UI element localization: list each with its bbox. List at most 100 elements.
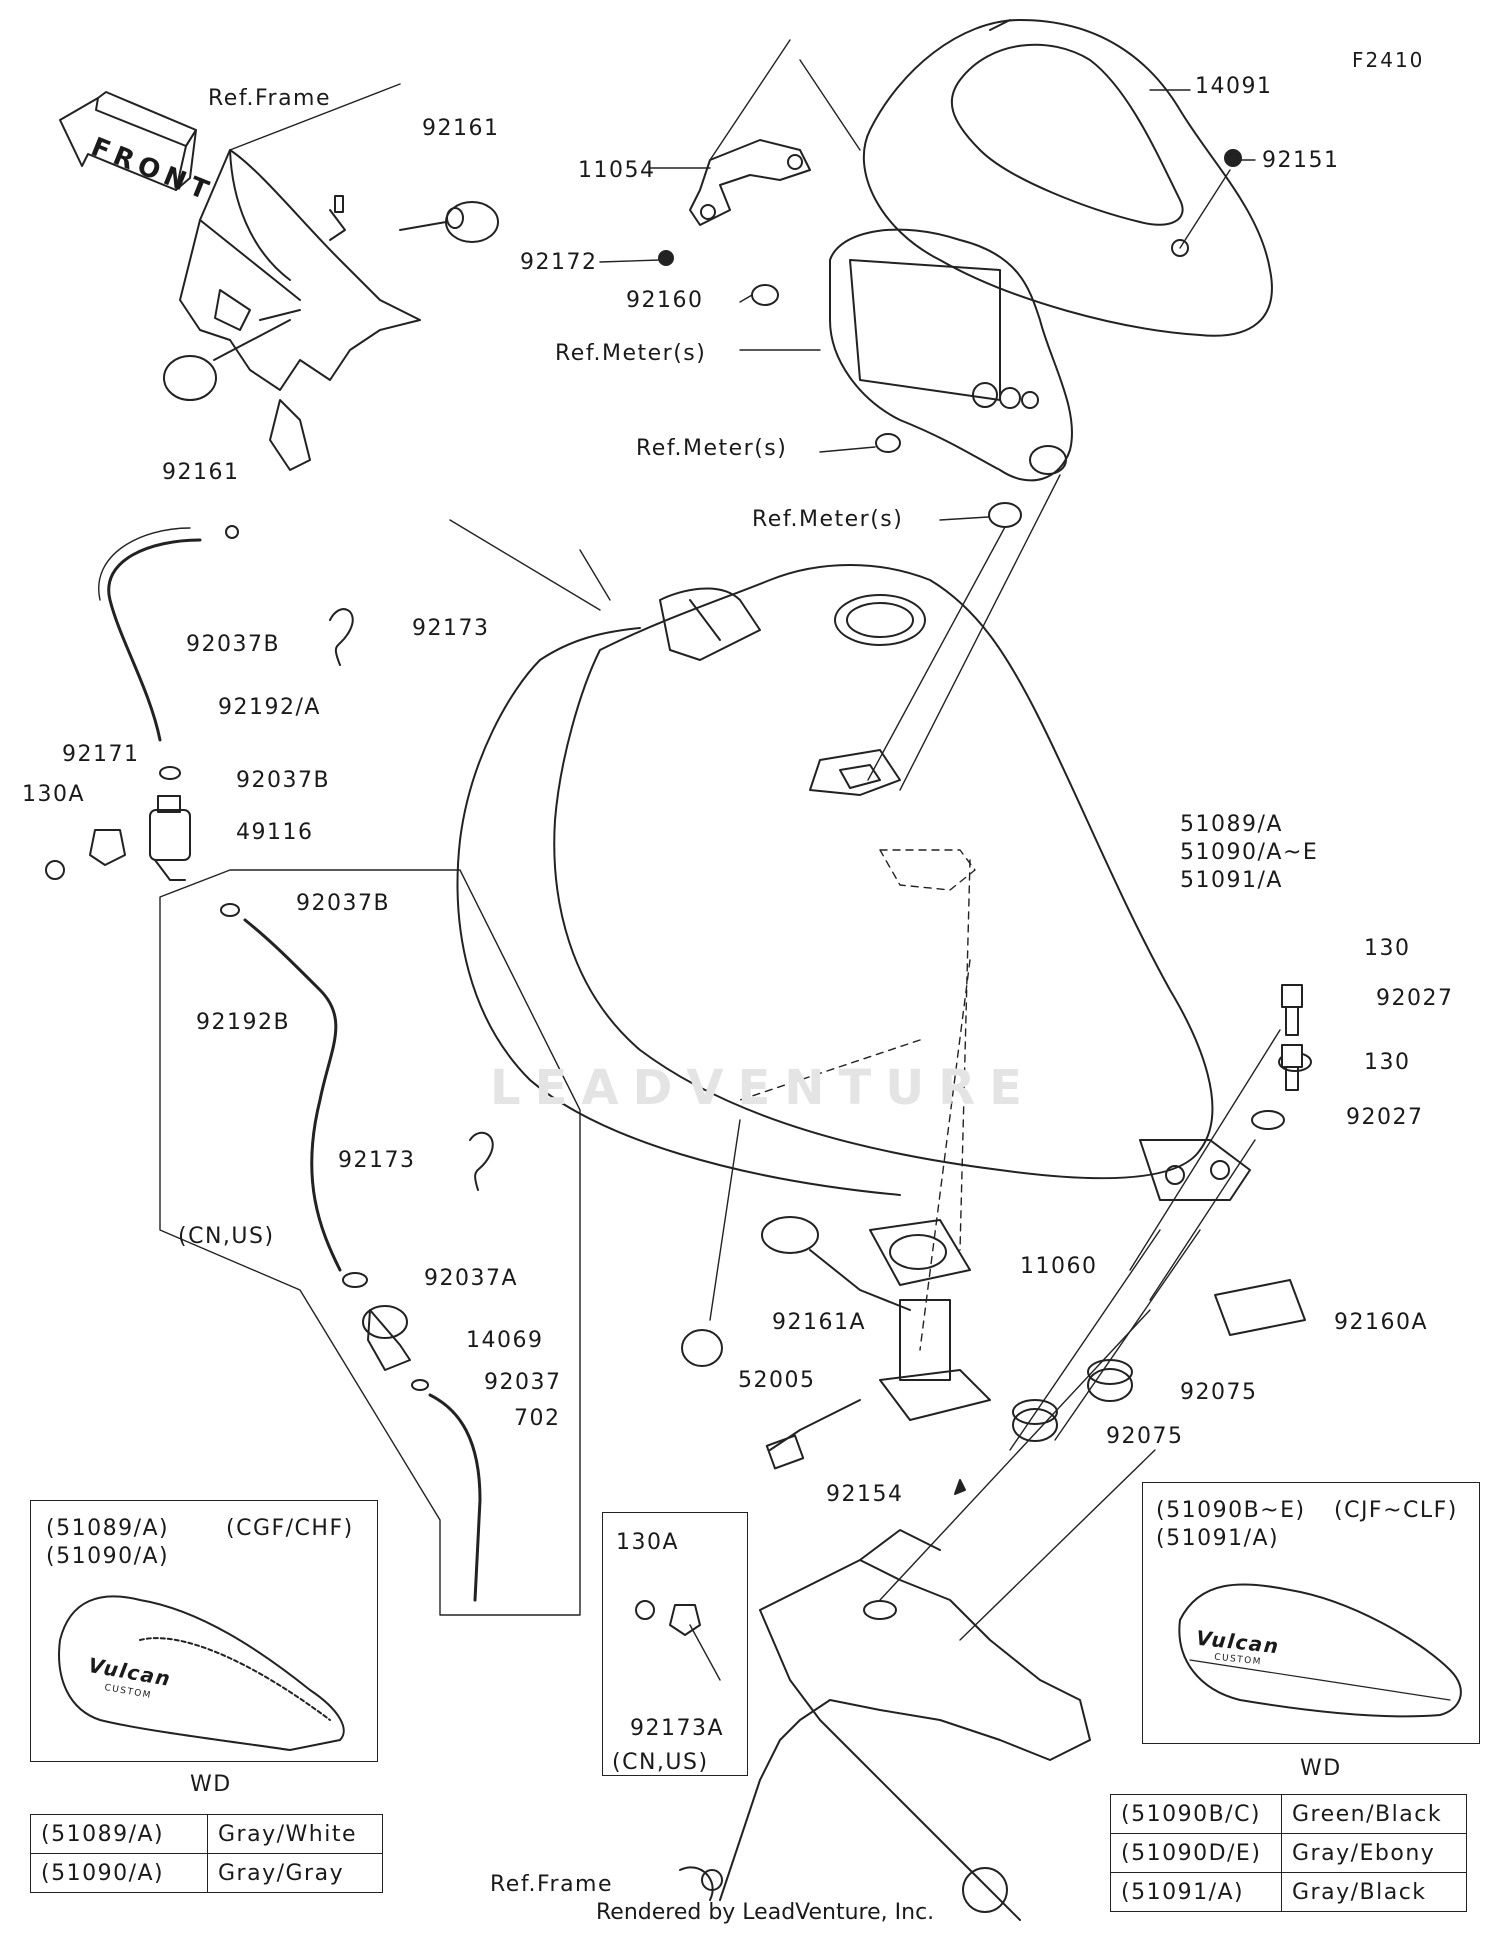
clamp-92037b-2	[159, 766, 181, 780]
inset-right-tank	[1178, 1583, 1462, 1718]
hose-92192b	[243, 918, 342, 1272]
label-92173a: 92173A	[630, 1716, 725, 1741]
model-cell: (51090B/C)	[1110, 1794, 1282, 1834]
bolt-130-1	[1281, 984, 1303, 1036]
filter-14069	[362, 1305, 411, 1371]
inset-left-box	[30, 1500, 378, 1762]
label-cn-us-2: (CN,US)	[612, 1750, 709, 1775]
gasket-11060	[869, 1219, 971, 1286]
clip-92173-2	[469, 1131, 494, 1191]
pad-92160a	[1214, 1279, 1306, 1336]
meter-cover-14091	[862, 19, 1273, 337]
label-tank-51091: 51091/A	[1180, 868, 1283, 893]
label-tank-51089: 51089/A	[1180, 812, 1283, 837]
label-92173-1: 92173	[412, 616, 490, 641]
front-arrow-icon	[59, 91, 197, 191]
frame-lower	[679, 1529, 1091, 1921]
label-92192a: 92192/A	[218, 695, 321, 720]
color-cell: Green/Black	[1281, 1794, 1467, 1834]
grommet-92160	[751, 284, 779, 306]
grommet-meter-3	[988, 502, 1022, 528]
inset-left-tank	[58, 1595, 345, 1751]
inset-right-box	[1142, 1482, 1480, 1744]
inset-right-caption: WD	[1300, 1756, 1342, 1781]
label-ref-meter-1: Ref.Meter(s)	[555, 341, 707, 366]
color-cell: Gray/Black	[1281, 1872, 1467, 1912]
label-92160: 92160	[626, 288, 704, 313]
label-130a-left: 130A	[22, 782, 86, 807]
color-cell: Gray/White	[207, 1814, 383, 1854]
clamp-92037	[411, 1379, 429, 1391]
label-92151: 92151	[1262, 148, 1340, 173]
label-92075-2: 92075	[1106, 1424, 1184, 1449]
inset-left-model-1: (51089/A)	[46, 1516, 170, 1541]
color-table-right: (51090B/C) Green/Black (51090D/E) Gray/E…	[1110, 1794, 1467, 1912]
valve-49116	[149, 795, 191, 881]
label-ref-frame-bottom: Ref.Frame	[490, 1872, 614, 1897]
inset-right-model-2: (51091/A)	[1156, 1526, 1280, 1551]
bracket-11054	[689, 139, 811, 226]
inset-left-model-2: (51090/A)	[46, 1544, 170, 1569]
clamp-92037b-3	[220, 903, 240, 917]
label-14069: 14069	[466, 1328, 544, 1353]
fuel-tank	[456, 564, 1251, 1201]
cushion-92075-2	[1012, 1399, 1058, 1442]
label-14091: 14091	[1195, 74, 1273, 99]
cushion-92075-1	[1087, 1359, 1133, 1402]
label-92172: 92172	[520, 250, 598, 275]
inset-left-codes: (CGF/CHF)	[226, 1516, 354, 1541]
color-cell: Gray/Ebony	[1281, 1833, 1467, 1873]
label-92075-1: 92075	[1180, 1380, 1258, 1405]
fuel-pump-52005	[761, 1216, 991, 1470]
model-cell: (51090/A)	[30, 1853, 208, 1893]
bolt-130-2	[1281, 1044, 1303, 1091]
diagram-code: F2410	[1352, 48, 1425, 72]
inset-right-codes: (CJF~CLF)	[1334, 1498, 1458, 1523]
washer-92027-2	[1251, 1110, 1285, 1130]
inset-left-caption: WD	[190, 1772, 232, 1797]
label-130-1: 130	[1364, 936, 1411, 961]
label-92161-top: 92161	[422, 116, 500, 141]
clip-detail-box	[602, 1512, 748, 1776]
color-table-left: (51089/A) Gray/White (51090/A) Gray/Gray	[30, 1814, 383, 1893]
label-92027-2: 92027	[1346, 1105, 1424, 1130]
hose-702	[428, 1393, 482, 1602]
clip-assembly-130a	[635, 1600, 721, 1681]
label-92037: 92037	[484, 1370, 562, 1395]
model-cell: (51091/A)	[1110, 1872, 1282, 1912]
watermark: LEADVENTURE	[490, 1060, 1036, 1116]
label-ref-frame-top: Ref.Frame	[208, 86, 332, 111]
hose-92192a	[98, 527, 202, 742]
label-cn-us-1: (CN,US)	[178, 1224, 275, 1249]
label-11054: 11054	[578, 158, 656, 183]
label-92173-2: 92173	[338, 1148, 416, 1173]
label-49116: 49116	[236, 820, 314, 845]
label-130-2: 130	[1364, 1050, 1411, 1075]
label-92154: 92154	[826, 1482, 904, 1507]
render-credit: Rendered by LeadVenture, Inc.	[596, 1900, 935, 1925]
cushion-92161a	[681, 1329, 723, 1367]
label-92160a: 92160A	[1334, 1310, 1429, 1335]
label-ref-meter-2: Ref.Meter(s)	[636, 436, 788, 461]
inset-right-model-1: (51090B~E)	[1156, 1498, 1306, 1523]
model-cell: (51089/A)	[30, 1814, 208, 1854]
model-cell: (51090D/E)	[1110, 1833, 1282, 1873]
rubber-cap-92161-bottom	[163, 319, 291, 401]
table-row: (51090/A) Gray/Gray	[30, 1853, 383, 1893]
label-11060: 11060	[1020, 1254, 1098, 1279]
table-row: (51089/A) Gray/White	[30, 1814, 383, 1854]
frame-headstock	[179, 149, 421, 471]
clip-92171	[89, 829, 126, 866]
label-92161a: 92161A	[772, 1310, 867, 1335]
label-52005: 52005	[738, 1368, 816, 1393]
grommet-92151	[1224, 149, 1242, 167]
bolt-92172	[658, 250, 674, 266]
grommet-meter-2	[875, 433, 901, 453]
bolt-92154	[954, 1479, 966, 1495]
rubber-cap-92161-top	[399, 201, 499, 243]
label-ref-meter-3: Ref.Meter(s)	[752, 507, 904, 532]
label-92037b-1: 92037B	[186, 632, 281, 657]
label-92171: 92171	[62, 742, 140, 767]
color-cell: Gray/Gray	[207, 1853, 383, 1893]
